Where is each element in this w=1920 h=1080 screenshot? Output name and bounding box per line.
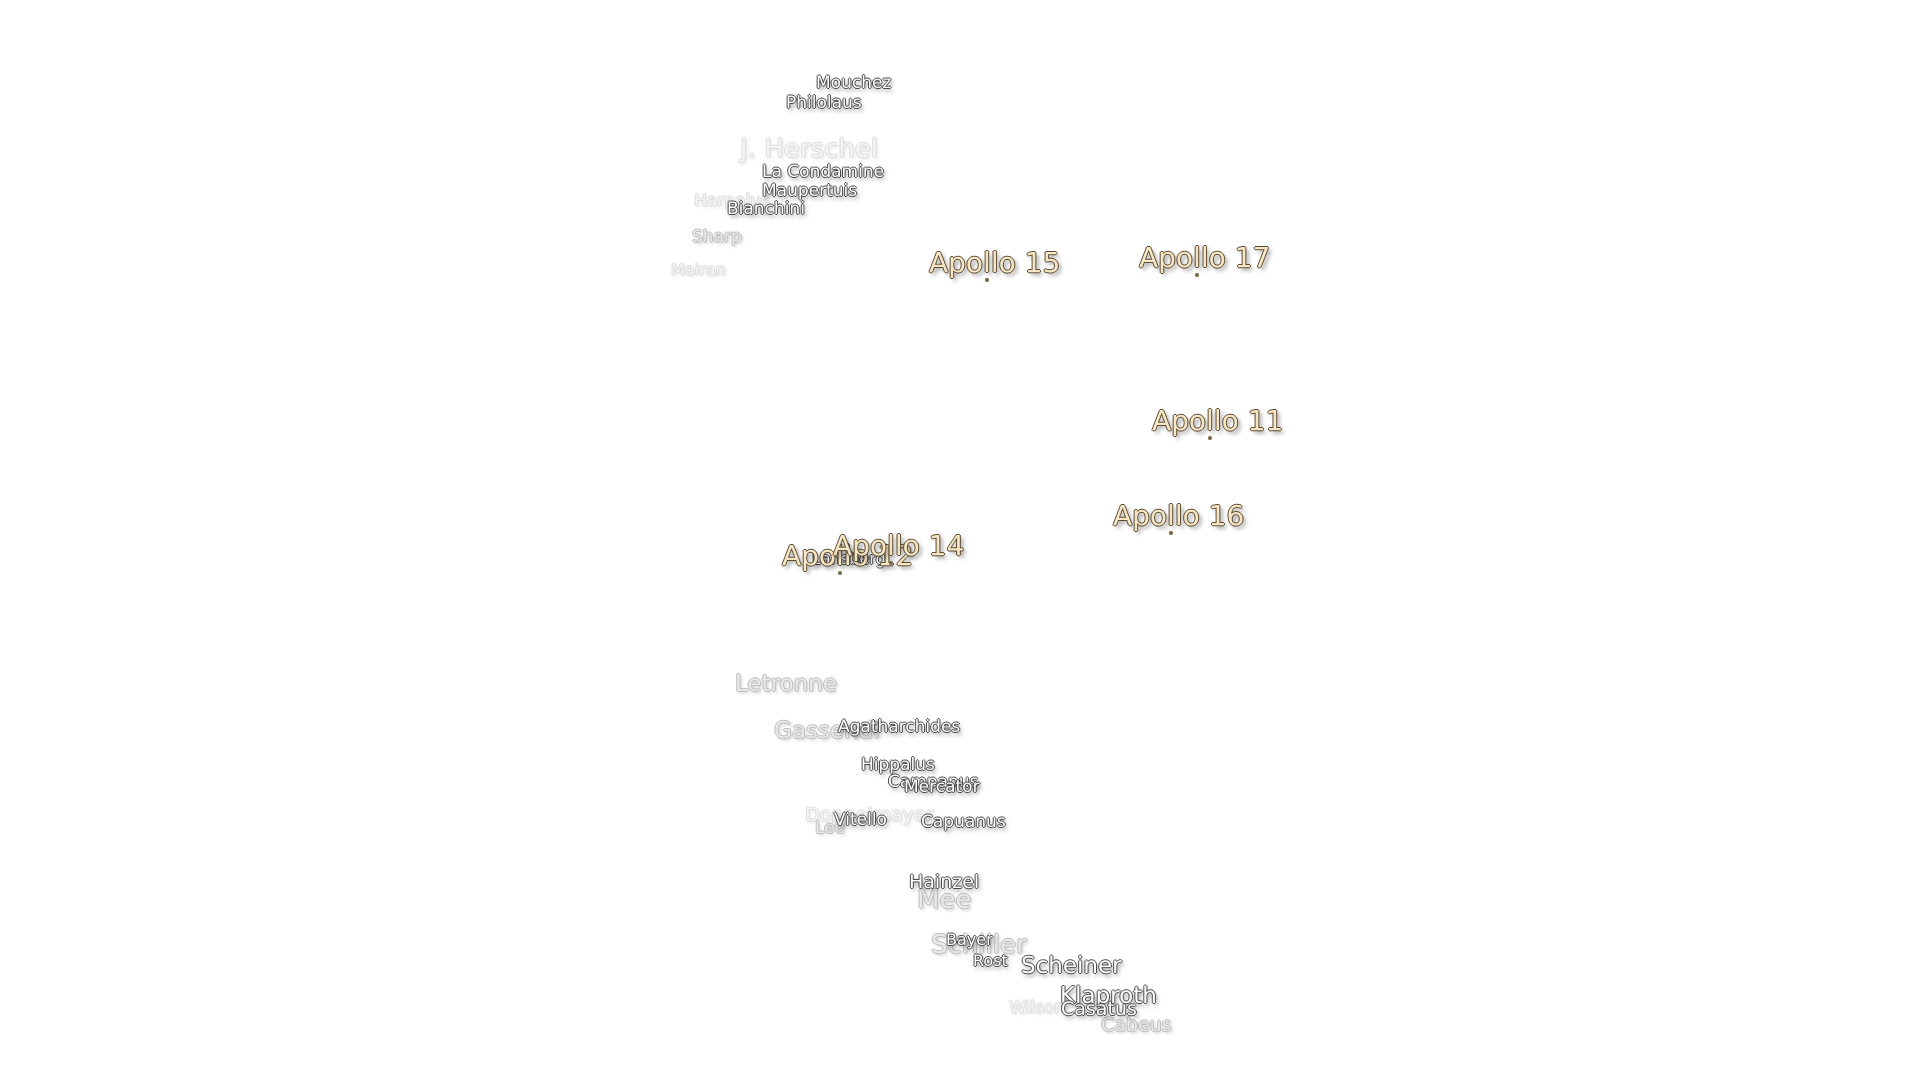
crater-label-wilson[interactable]: Wilson — [1009, 998, 1065, 1018]
crater-label-agatharchides[interactable]: Agatharchides — [838, 717, 961, 737]
crater-label-mee[interactable]: Mee — [917, 885, 972, 915]
crater-label-bayer[interactable]: Bayer — [946, 930, 993, 949]
crater-label-la-condamine[interactable]: La Condamine — [762, 162, 885, 182]
crater-label-gassendi[interactable]: Gassendi — [774, 718, 880, 744]
crater-label-philolaus[interactable]: Philolaus — [786, 93, 862, 113]
crater-label-bianchini[interactable]: Bianchini — [727, 199, 805, 219]
crater-label-lee[interactable]: Lee — [815, 818, 846, 838]
landing-site-apollo-15-marker[interactable] — [985, 278, 989, 282]
landing-site-apollo-12-marker[interactable] — [838, 571, 842, 575]
crater-label-hainzel[interactable]: Hainzel — [909, 871, 980, 893]
crater-label-mercator[interactable]: Mercator — [904, 777, 980, 797]
landing-site-apollo-11-label[interactable]: Apollo 11 — [1152, 404, 1284, 437]
landing-site-apollo-17-label[interactable]: Apollo 17 — [1139, 241, 1271, 274]
landing-site-apollo-15-label[interactable]: Apollo 15 — [929, 246, 1061, 279]
landing-site-apollo-11-marker[interactable] — [1208, 436, 1212, 440]
crater-label-campanus[interactable]: Campanus — [888, 772, 979, 792]
crater-label-mouchez[interactable]: Mouchez — [816, 73, 892, 93]
landing-site-apollo-17-marker[interactable] — [1195, 273, 1199, 277]
crater-label-casatus[interactable]: Casatus — [1061, 998, 1137, 1020]
crater-label-maupertuis[interactable]: Maupertuis — [762, 181, 858, 201]
crater-label-scheiner[interactable]: Scheiner — [1021, 953, 1122, 979]
crater-label-vitello[interactable]: Vitello — [834, 810, 887, 830]
landing-site-apollo-16-marker[interactable] — [1169, 531, 1173, 535]
crater-label-mairan[interactable]: Mairan — [671, 260, 726, 279]
landing-site-apollo-16-label[interactable]: Apollo 16 — [1113, 499, 1245, 532]
crater-label-rost[interactable]: Rost — [973, 951, 1008, 970]
crater-label-lansberg[interactable]: Lansberg — [812, 549, 886, 568]
landing-site-apollo-14-label[interactable]: Apollo 14 — [833, 529, 965, 562]
crater-label-capuanus[interactable]: Capuanus — [921, 812, 1006, 832]
crater-label-schiller[interactable]: Schiller — [931, 930, 1027, 960]
crater-label-klaproth[interactable]: Klaproth — [1060, 983, 1157, 1009]
crater-label-sharp[interactable]: Sharp — [692, 227, 742, 247]
landing-site-apollo-14-marker[interactable] — [889, 561, 893, 565]
crater-label-letronne[interactable]: Letronne — [735, 671, 837, 697]
crater-label-doppelmayer[interactable]: Doppelmayer — [805, 804, 934, 826]
crater-label-harpalus[interactable]: Harpalus — [694, 191, 770, 211]
crater-label-j-herschel[interactable]: J. Herschel — [740, 134, 878, 164]
crater-label-cabeus[interactable]: Cabeus — [1101, 1014, 1172, 1036]
crater-label-hippalus[interactable]: Hippalus — [861, 755, 935, 775]
